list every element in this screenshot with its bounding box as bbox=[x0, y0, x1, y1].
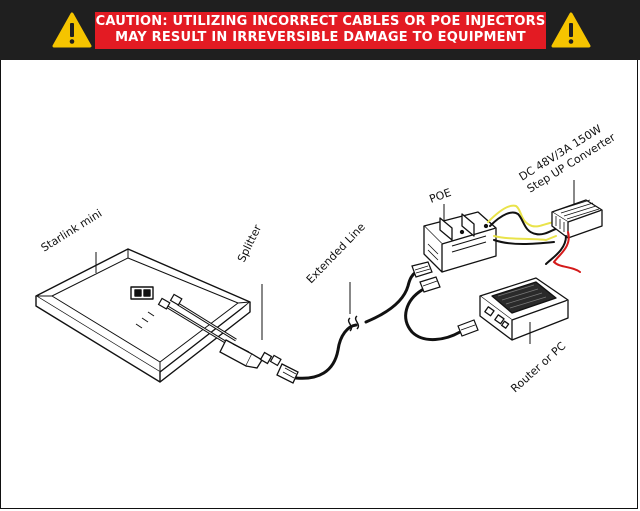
converter-output-wires bbox=[545, 231, 581, 273]
connection-diagram: Starlink mini Splitter Extended Line POE… bbox=[35, 122, 618, 395]
router-plug bbox=[457, 319, 479, 337]
poe-to-router-cable bbox=[404, 288, 462, 341]
converter-wires bbox=[487, 204, 559, 245]
caution-line-2: MAY RESULT IN IRREVERSIBLE DAMAGE TO EQU… bbox=[115, 30, 526, 45]
router-device bbox=[479, 277, 569, 341]
label-leader-lines bbox=[95, 180, 575, 344]
extended-line-break-mark bbox=[347, 315, 360, 332]
splitter-plugs bbox=[157, 293, 183, 310]
poe-label: POE bbox=[428, 186, 453, 206]
caution-line-1: CAUTION: UTILIZING INCORRECT CABLES OR P… bbox=[95, 14, 546, 29]
coupler-plug bbox=[269, 354, 282, 367]
router-label: Router or PC bbox=[508, 339, 568, 395]
caution-message: CAUTION: UTILIZING INCORRECT CABLES OR P… bbox=[95, 12, 546, 49]
caution-banner: CAUTION: UTILIZING INCORRECT CABLES OR P… bbox=[0, 0, 640, 60]
starlink-label: Starlink mini bbox=[39, 207, 105, 255]
extended-line-connector bbox=[276, 363, 299, 384]
starlink-mini-device bbox=[35, 248, 251, 383]
splitter-cables bbox=[165, 302, 237, 348]
splitter-device bbox=[219, 339, 273, 369]
extended-line-label: Extended Line bbox=[304, 220, 368, 286]
extended-line-cable bbox=[294, 270, 418, 380]
warning-triangle-icon bbox=[551, 12, 591, 48]
poe-injector-device bbox=[423, 211, 497, 273]
splitter-label: Splitter bbox=[235, 222, 264, 264]
dc-step-up-converter bbox=[551, 199, 603, 239]
poe-lan-plug bbox=[411, 261, 433, 278]
warning-triangle-icon bbox=[52, 12, 92, 48]
